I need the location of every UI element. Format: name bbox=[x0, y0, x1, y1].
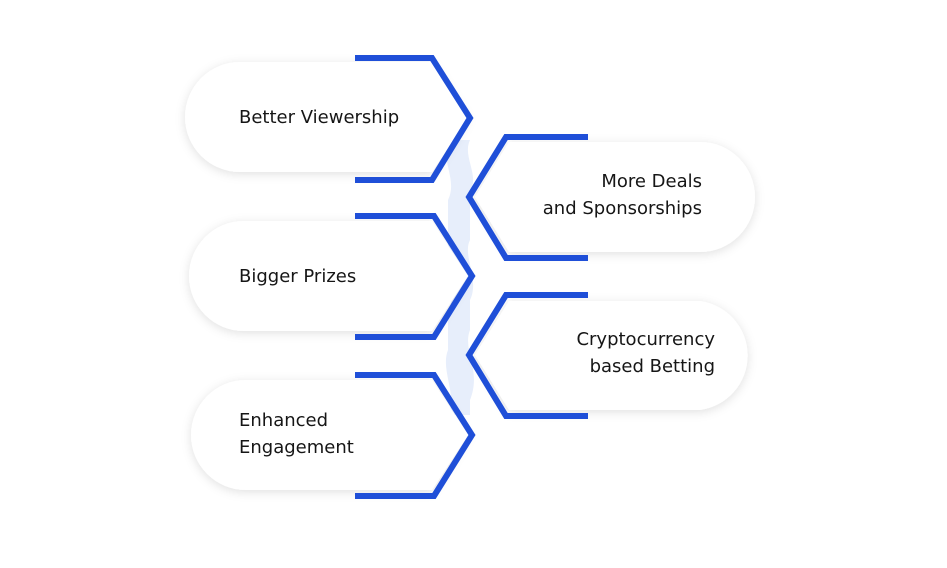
item-label-better-viewership: Better Viewership bbox=[239, 104, 399, 131]
chevron-right-outline bbox=[355, 213, 476, 340]
item-label-more-deals: More Deals and Sponsorships bbox=[543, 168, 702, 222]
chevron-right-outline bbox=[355, 372, 476, 499]
item-label-crypto-betting: Cryptocurrency based Betting bbox=[576, 326, 715, 380]
item-label-line: Enhanced bbox=[239, 410, 329, 431]
chevron-left-outline bbox=[465, 134, 588, 261]
item-label-line: Bigger Prizes bbox=[239, 266, 357, 287]
item-label-line: Cryptocurrency bbox=[576, 329, 715, 350]
item-label-line: Better Viewership bbox=[239, 107, 400, 128]
item-label-line: based Betting bbox=[589, 356, 715, 377]
chevron-right-outline bbox=[355, 55, 474, 183]
item-card-more-deals bbox=[465, 134, 755, 261]
item-card-bigger-prizes bbox=[189, 213, 476, 340]
item-card-better-viewership bbox=[185, 55, 474, 183]
item-label-line: Engagement bbox=[239, 437, 354, 458]
item-card-crypto-betting bbox=[465, 292, 748, 419]
item-label-enhanced-engagement: Enhanced Engagement bbox=[239, 407, 354, 461]
item-label-line: More Deals bbox=[601, 171, 702, 192]
item-label-line: and Sponsorships bbox=[542, 198, 702, 219]
item-card-enhanced-engagement bbox=[191, 372, 476, 499]
item-label-bigger-prizes: Bigger Prizes bbox=[239, 263, 356, 290]
chevron-left-outline bbox=[465, 292, 588, 419]
